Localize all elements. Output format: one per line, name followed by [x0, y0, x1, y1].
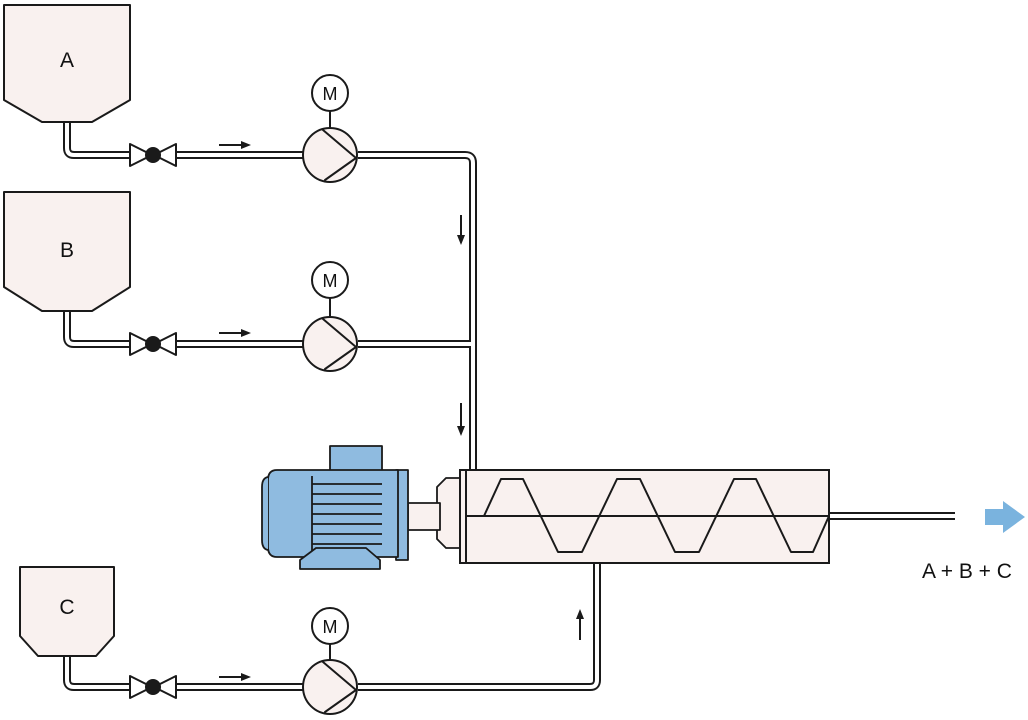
tank-a-label: A [60, 49, 74, 72]
tank-a: A [3, 4, 131, 123]
flow-arrow-right-a [219, 141, 251, 149]
output-label: A + B + C [922, 560, 1012, 583]
pump-a: M [302, 74, 358, 183]
pump-b: M [302, 261, 358, 372]
tank-b-label: B [60, 239, 74, 262]
flow-arrow-right-c [219, 673, 251, 681]
pipe-network [63, 122, 955, 691]
screw-mixer-barrel [459, 469, 830, 564]
flow-arrow-down-1 [457, 215, 465, 245]
tank-c-label: C [59, 596, 74, 619]
flow-arrows [219, 141, 584, 681]
valve-b [129, 332, 177, 356]
pump-a-motor-label: M [323, 84, 338, 104]
tank-c: C [19, 566, 115, 657]
tank-b: B [3, 191, 131, 312]
pump-c: M [302, 607, 358, 715]
mixer-drive-motor [261, 445, 461, 570]
pump-c-motor-label: M [323, 617, 338, 637]
pump-b-motor-label: M [323, 271, 338, 291]
flow-arrow-down-2 [457, 403, 465, 436]
flow-arrow-right-b [219, 329, 251, 337]
valve-c [129, 675, 177, 699]
valve-a [129, 143, 177, 167]
flow-arrow-up-c [576, 609, 584, 640]
screw-flight [483, 478, 830, 553]
output-arrow [985, 501, 1025, 533]
